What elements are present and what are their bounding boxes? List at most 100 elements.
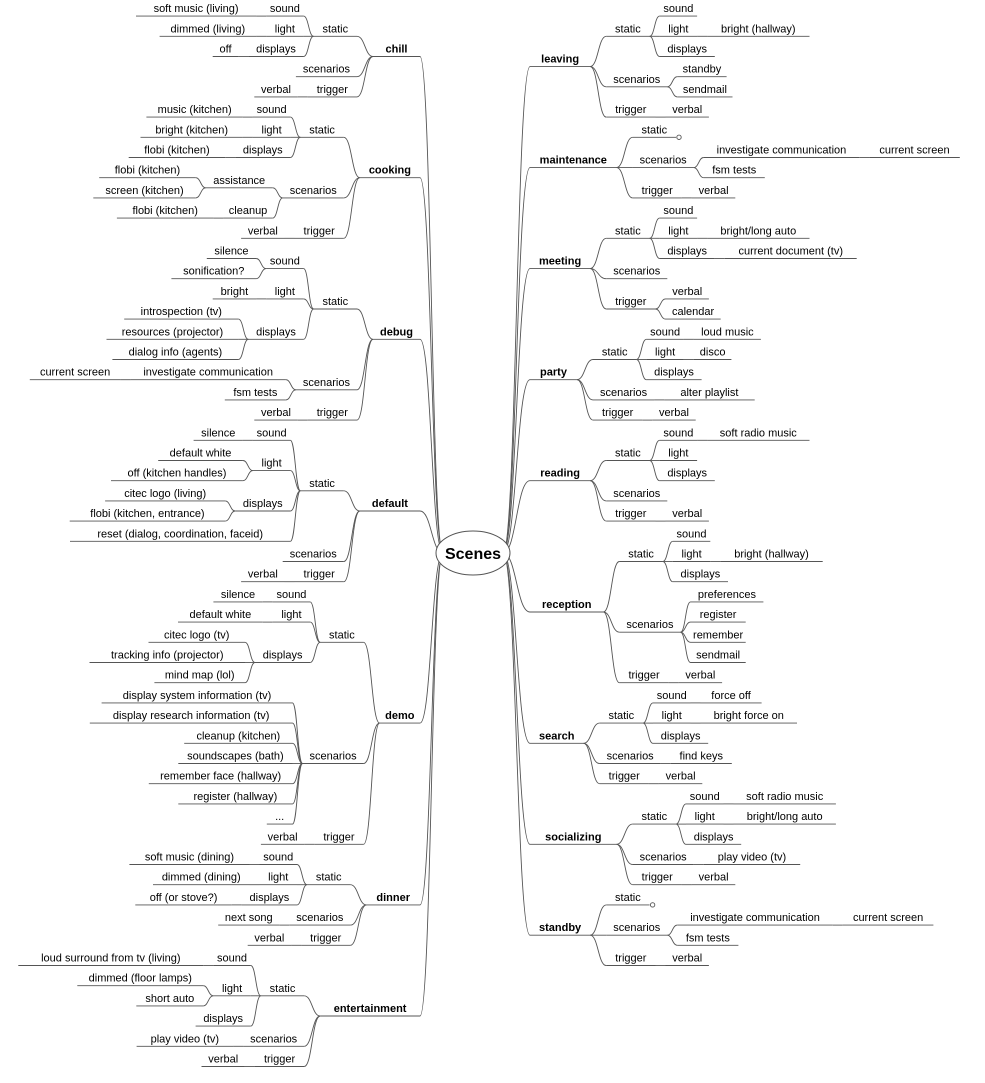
- branch-edge: [250, 995, 262, 1027]
- node-default-white: default white: [170, 448, 232, 460]
- branch-edge: [419, 552, 444, 1017]
- branch-edge: [589, 66, 607, 118]
- node-trigger: trigger: [264, 1054, 296, 1066]
- node-scenarios: scenarios: [303, 377, 351, 389]
- branch-edge: [195, 177, 206, 189]
- branch-edge: [343, 510, 361, 583]
- node-silence: silence: [214, 246, 248, 258]
- node-screen-kitchen: screen (kitchen): [105, 185, 183, 197]
- node-scenarios: scenarios: [613, 74, 661, 86]
- branch-edge: [292, 722, 303, 764]
- edges: [18, 15, 960, 1067]
- node-light: light: [275, 286, 295, 298]
- node-bright-long-auto: bright/long auto: [720, 225, 796, 237]
- node-citec-logo-tv: citec logo (tv): [164, 629, 229, 641]
- branch-edge: [250, 965, 262, 997]
- topic-dinner: dinner: [376, 892, 410, 904]
- branch-edge: [576, 379, 594, 401]
- node-verbal: verbal: [248, 569, 278, 581]
- node-current-screen: current screen: [879, 145, 949, 157]
- node-trigger: trigger: [304, 569, 336, 581]
- node-displays: displays: [250, 892, 290, 904]
- node-fsm-tests: fsm tests: [712, 165, 757, 177]
- node-displays: displays: [256, 326, 296, 338]
- node-register: register: [700, 609, 737, 621]
- branch-edge: [642, 702, 654, 724]
- branch-edge: [603, 611, 620, 633]
- node-verbal: verbal: [672, 286, 702, 298]
- node-silence: silence: [201, 427, 235, 439]
- node-off-or-stove: off (or stove?): [150, 892, 218, 904]
- node-verbal: verbal: [666, 771, 696, 783]
- node-displays: displays: [667, 44, 707, 56]
- empty-node-marker: [676, 134, 682, 140]
- branch-edge: [590, 35, 607, 68]
- branch-edge: [667, 924, 678, 936]
- node-cleanup-kitchen: cleanup (kitchen): [196, 730, 280, 742]
- node-default-white: default white: [189, 609, 251, 621]
- node-trigger: trigger: [310, 932, 342, 944]
- branch-edge: [590, 904, 607, 936]
- node-play-video-tv: play video (tv): [718, 852, 786, 864]
- branch-edge: [649, 35, 660, 57]
- node-sound: sound: [276, 589, 306, 601]
- node-static: static: [628, 549, 654, 561]
- branch-edge: [502, 66, 531, 554]
- node-displays: displays: [681, 569, 721, 581]
- node-scenarios: scenarios: [600, 387, 648, 399]
- node-sound: sound: [263, 852, 293, 864]
- branch-edge: [303, 298, 314, 310]
- branch-edge: [675, 823, 687, 845]
- branch-edge: [616, 823, 633, 845]
- node-static: static: [309, 478, 335, 490]
- branch-edge: [310, 641, 321, 663]
- node-light: light: [681, 549, 701, 561]
- node-current-document-tv: current document (tv): [738, 246, 843, 258]
- branch-edge: [502, 268, 531, 554]
- branch-edge: [583, 722, 600, 744]
- branch-edge: [667, 76, 678, 88]
- branch-edge: [244, 641, 256, 663]
- root-node: [435, 530, 511, 576]
- branch-edge: [583, 742, 600, 785]
- branch-edge: [343, 510, 361, 562]
- node-loud-music: loud music: [701, 326, 754, 338]
- node-dimmed-floor-lamps: dimmed (floor lamps): [89, 973, 192, 985]
- node-investigate-communication: investigate communication: [690, 912, 820, 924]
- branch-edge: [675, 803, 687, 825]
- branch-edge: [303, 15, 314, 37]
- node-static: static: [641, 811, 667, 823]
- node-short-auto: short auto: [145, 993, 194, 1005]
- node-trigger: trigger: [615, 296, 647, 308]
- node-light: light: [695, 811, 715, 823]
- topic-reading: reading: [540, 468, 580, 480]
- node-verbal: verbal: [685, 670, 715, 682]
- node-flobi-kitchen-entrance: flobi (kitchen, entrance): [90, 508, 204, 520]
- branch-edge: [244, 662, 256, 684]
- node-display-system-information-tv: display system information (tv): [123, 690, 272, 702]
- node-light: light: [268, 872, 288, 884]
- branch-edge: [680, 631, 691, 663]
- node-static: static: [316, 872, 342, 884]
- topic-standby: standby: [539, 922, 582, 934]
- branch-edge: [285, 389, 296, 401]
- branch-edge: [350, 884, 367, 906]
- node-disco: disco: [700, 347, 726, 359]
- branch-edge: [304, 995, 321, 1017]
- branch-edge: [242, 470, 253, 482]
- branch-edge: [343, 136, 361, 179]
- node-force-off: force off: [711, 690, 751, 702]
- node-scenarios: scenarios: [613, 922, 661, 934]
- node-bright-force-on: bright force on: [714, 710, 784, 722]
- topic-leaving: leaving: [541, 54, 579, 66]
- node-sound: sound: [257, 427, 287, 439]
- topic-socializing: socializing: [545, 831, 601, 843]
- branch-edge: [290, 116, 301, 138]
- node-verbal: verbal: [261, 84, 291, 96]
- node-loud-surround-from-tv-living: loud surround from tv (living): [41, 953, 180, 965]
- node-static: static: [322, 296, 348, 308]
- branch-edge: [350, 904, 367, 946]
- branch-edge: [590, 934, 607, 966]
